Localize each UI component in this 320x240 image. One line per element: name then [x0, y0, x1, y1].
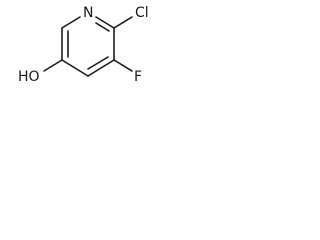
bond-c2-n1	[61, 16, 81, 29]
bond-c6-cl	[113, 16, 133, 29]
bond-c5-c4	[87, 59, 115, 77]
nitrogen-atom-label: N	[83, 5, 93, 21]
bond-c5-c4-inner	[87, 56, 109, 70]
chemical-structure: N Cl F HO	[18, 5, 149, 85]
bond-n1-c6-inner	[95, 22, 110, 32]
chlorine-atom-label: Cl	[135, 5, 149, 21]
bond-c5-f	[113, 59, 133, 72]
bond-n1-c6	[95, 16, 115, 29]
bond-c3-o	[43, 59, 63, 72]
fluorine-atom-label: F	[134, 69, 142, 85]
bond-c4-c3	[61, 59, 89, 77]
hydroxyl-group-label: HO	[18, 69, 40, 85]
